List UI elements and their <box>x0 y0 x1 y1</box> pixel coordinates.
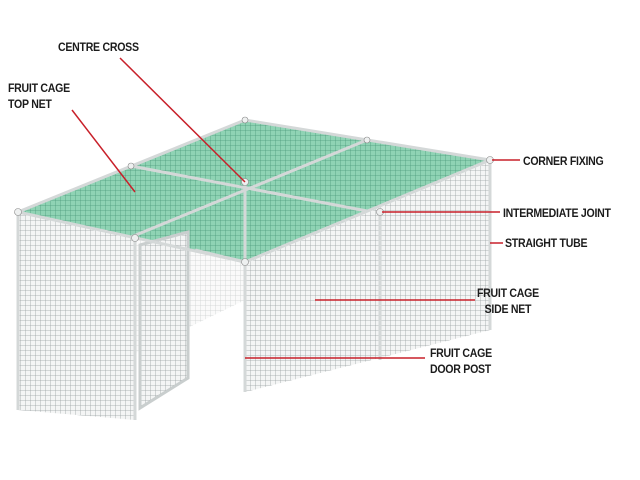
label-text: DOOR POST <box>430 362 491 376</box>
label-text: CORNER FIXING <box>523 154 604 168</box>
label-straight-tube: STRAIGHT TUBE <box>505 235 587 251</box>
label-text: INTERMEDIATE JOINT <box>503 206 611 220</box>
label-text: STRAIGHT TUBE <box>505 236 588 250</box>
label-text: FRUIT CAGE <box>477 286 539 300</box>
label-side-net: FRUIT CAGE SIDE NET <box>477 285 539 317</box>
label-corner-fixing: CORNER FIXING <box>523 153 604 169</box>
label-top-net: FRUIT CAGE TOP NET <box>8 80 70 112</box>
label-text: TOP NET <box>8 97 52 111</box>
joints <box>14 116 494 266</box>
label-text: FRUIT CAGE <box>430 346 492 360</box>
leader-centre-cross <box>119 57 246 183</box>
label-centre-cross: CENTRE CROSS <box>58 39 139 55</box>
label-intermediate-joint: INTERMEDIATE JOINT <box>503 205 611 221</box>
top-net <box>18 120 490 262</box>
door-panel <box>138 230 190 411</box>
label-text: CENTRE CROSS <box>58 40 139 54</box>
leader-top-net <box>71 109 136 193</box>
leader-lines <box>71 57 520 359</box>
label-text: SIDE NET <box>484 302 532 316</box>
label-text: FRUIT CAGE <box>8 81 70 95</box>
side-net <box>245 160 490 392</box>
front-left-wall <box>18 212 135 420</box>
label-door-post: FRUIT CAGE DOOR POST <box>430 345 492 377</box>
